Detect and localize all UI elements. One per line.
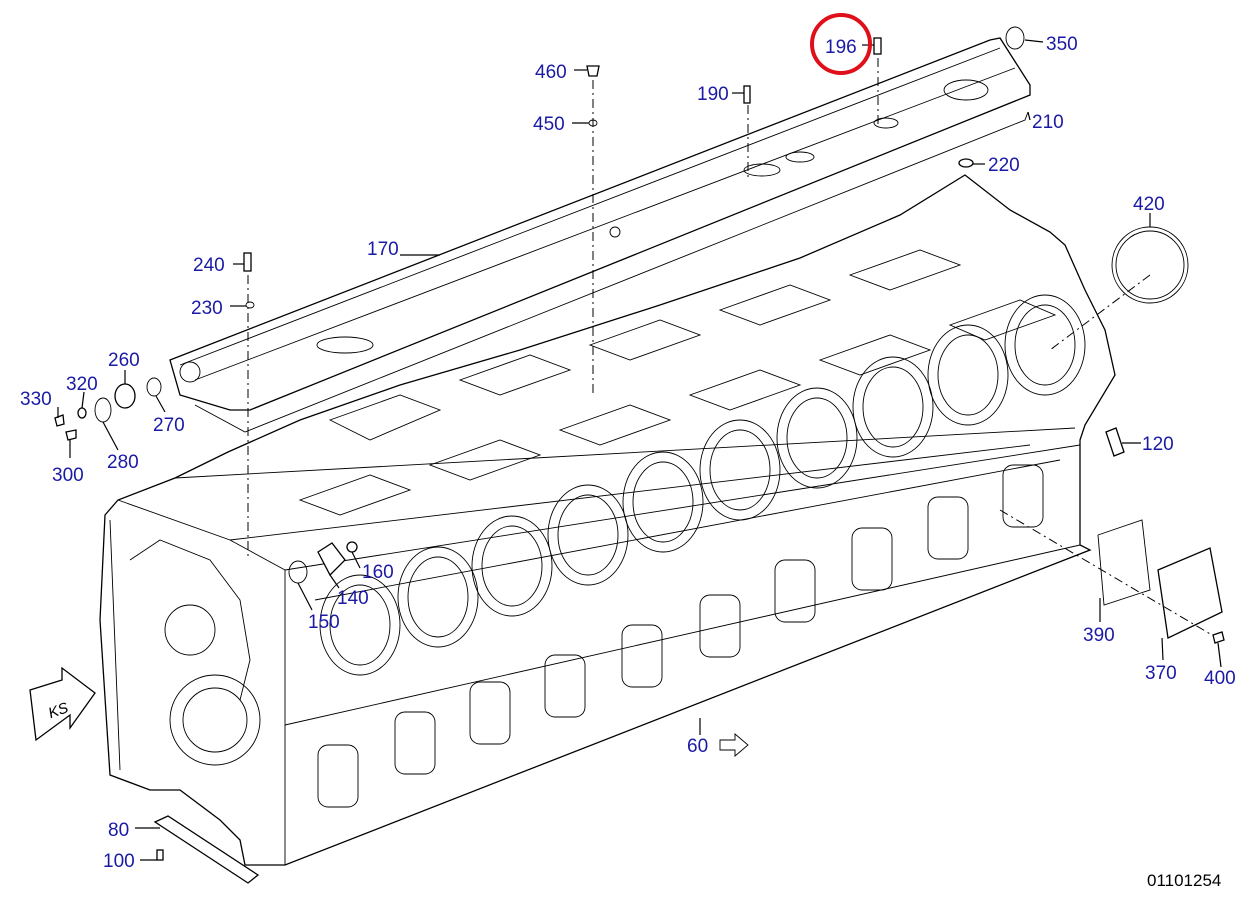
callout-330[interactable]: 330 [20, 389, 52, 410]
gasket-part-210[interactable] [194, 111, 1029, 433]
callout-270[interactable]: 270 [153, 415, 185, 436]
callout-390[interactable]: 390 [1083, 625, 1115, 646]
callout-370[interactable]: 370 [1145, 663, 1177, 684]
callout-260[interactable]: 260 [108, 350, 140, 371]
engine-block-part-60[interactable] [99, 174, 1116, 866]
callout-60[interactable]: 60 [687, 736, 708, 757]
cylinder-bores [319, 294, 1086, 676]
callout-300[interactable]: 300 [52, 465, 84, 486]
callout-280[interactable]: 280 [107, 452, 139, 473]
direction-arrow-icon [719, 733, 749, 757]
callout-100[interactable]: 100 [103, 851, 135, 872]
assembly-lines [247, 58, 1213, 636]
callout-450[interactable]: 450 [533, 114, 565, 135]
callout-240[interactable]: 240 [193, 255, 225, 276]
crankcase-windows [317, 464, 1044, 808]
callout-80[interactable]: 80 [108, 820, 129, 841]
callout-labels: 196 350 460 190 450 210 220 420 170 240 … [20, 34, 1236, 872]
callout-170[interactable]: 170 [367, 239, 399, 260]
callout-120[interactable]: 120 [1142, 434, 1174, 455]
callout-210[interactable]: 210 [1032, 112, 1064, 133]
ks-direction-arrow: KS [29, 666, 96, 742]
callout-400[interactable]: 400 [1204, 668, 1236, 689]
ks-label: KS [46, 699, 71, 722]
oil-rail-part-170[interactable] [169, 37, 1031, 411]
drawing-number: 01101254 [1147, 871, 1221, 890]
callout-150[interactable]: 150 [308, 612, 340, 633]
callout-190[interactable]: 190 [697, 84, 729, 105]
callout-196[interactable]: 196 [825, 37, 857, 58]
callout-140[interactable]: 140 [337, 588, 369, 609]
callout-350[interactable]: 350 [1046, 34, 1078, 55]
callout-320[interactable]: 320 [66, 374, 98, 395]
callout-420[interactable]: 420 [1133, 194, 1165, 215]
highlight-circle [810, 13, 872, 75]
small-parts [54, 26, 1225, 884]
callout-220[interactable]: 220 [988, 155, 1020, 176]
leader-lines [57, 39, 1222, 861]
callout-160[interactable]: 160 [362, 562, 394, 583]
callout-460[interactable]: 460 [535, 62, 567, 83]
callout-230[interactable]: 230 [191, 298, 223, 319]
